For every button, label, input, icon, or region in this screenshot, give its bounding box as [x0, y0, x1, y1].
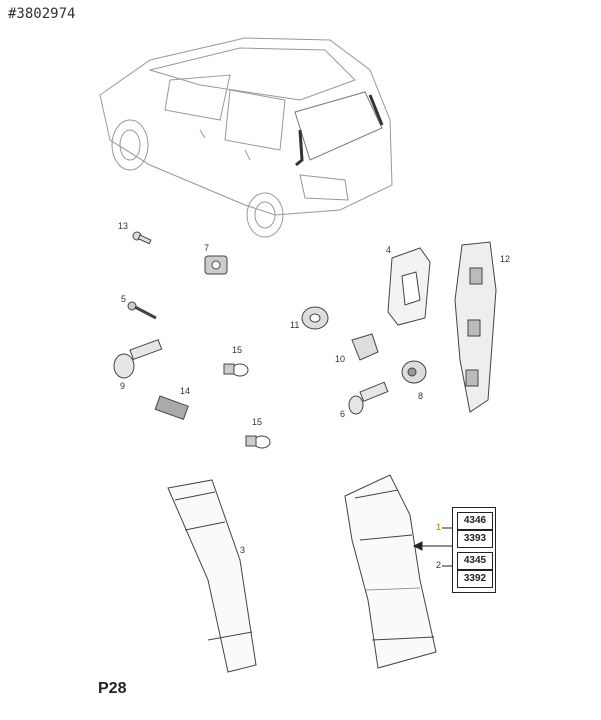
part-number-table: 4346 3393 4345 3392	[452, 507, 496, 593]
callout-14: 14	[180, 386, 191, 396]
callout-9: 9	[120, 381, 126, 391]
page-code: P28	[98, 680, 127, 697]
part-7-clip	[204, 255, 228, 275]
callout-12: 12	[500, 254, 511, 264]
part-15-bulb-lower	[245, 435, 271, 449]
callout-10: 10	[335, 354, 346, 364]
part-13-screw	[132, 231, 152, 245]
row2-code-a: 4345	[457, 552, 493, 570]
part-9-bolt	[113, 339, 163, 379]
callout-15-lower: 15	[252, 417, 263, 427]
callout-13: 13	[118, 221, 129, 231]
part-4-gasket	[387, 247, 431, 326]
callout-4: 4	[386, 245, 392, 255]
callout-15-upper: 15	[232, 345, 243, 355]
reference-arrow	[412, 541, 452, 551]
callout-8: 8	[418, 391, 424, 401]
part-5-screw	[127, 301, 157, 320]
callout-7: 7	[204, 243, 210, 253]
callout-5: 5	[121, 294, 127, 304]
callout-3: 3	[240, 545, 246, 555]
complete-rear-lamp	[344, 474, 437, 669]
part-6-screw	[348, 381, 389, 415]
callout-2: 2	[436, 560, 442, 570]
part-10-plug	[351, 333, 379, 361]
part-11-grommet	[301, 306, 329, 330]
part-8-nut	[401, 360, 427, 384]
part-3-lamp-lens	[167, 479, 257, 673]
reference-id: #3802974	[8, 6, 76, 22]
row1-code-b: 3393	[457, 530, 493, 548]
row2-code-b: 3392	[457, 570, 493, 588]
part-14-socket	[154, 395, 189, 421]
row1-code-a: 4346	[457, 512, 493, 530]
part-12-bulb-holder	[454, 241, 497, 413]
callout-11: 11	[290, 320, 300, 330]
car-illustration	[99, 37, 393, 238]
callout-6: 6	[340, 409, 346, 419]
part-15-bulb-upper	[223, 363, 249, 377]
callout-1: 1	[436, 522, 442, 532]
